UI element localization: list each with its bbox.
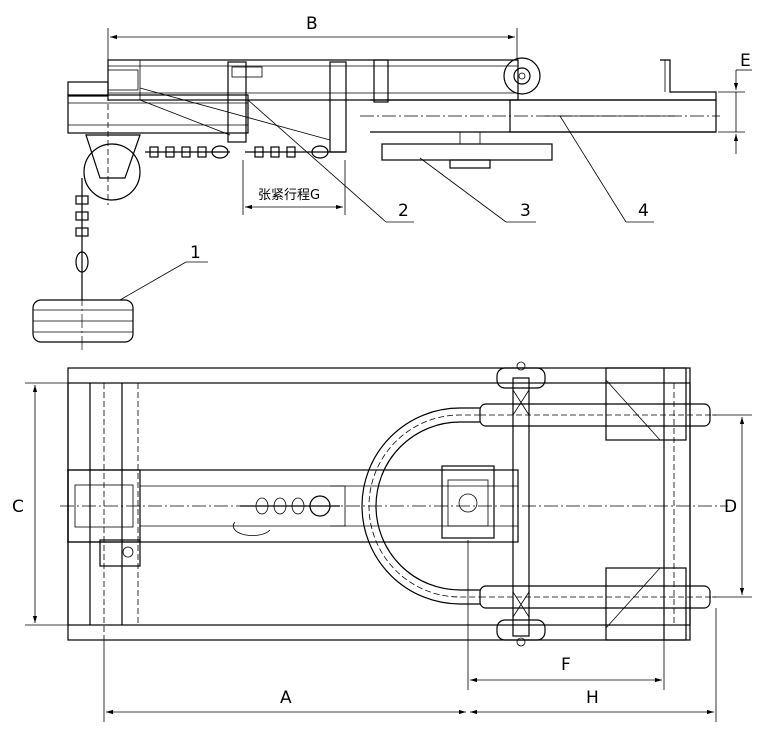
dimension-e: E [718,51,752,154]
dimension-f: F [467,540,665,690]
dimension-c-label: C [12,497,24,517]
dimension-b-label: B [306,14,318,34]
callout-1-label: 1 [190,243,201,263]
dimension-a-label: A [280,688,292,708]
callout-3-label: 3 [520,201,531,221]
callout-2-label: 2 [398,201,409,221]
right-belt-section [360,57,720,169]
dimension-b: B [107,14,518,60]
tension-travel-label: 张紧行程G [258,188,320,203]
side-view: B [32,14,752,350]
dimension-h: H [470,608,717,722]
dimension-d-label: D [724,497,737,517]
counterweight-assembly [32,178,134,350]
dimension-c: C [12,382,68,626]
u-track [361,403,716,609]
tension-chain [145,145,345,159]
upper-frame [107,59,519,153]
cross-beam [496,361,546,647]
plan-tension-chain [232,485,346,537]
dimension-a: A [103,640,466,722]
callout-2: 2 [247,99,414,223]
dimension-e-label: E [740,51,751,71]
callout-4: 4 [559,115,654,223]
outer-frame [67,367,691,641]
head-section [67,69,331,205]
callout-4-label: 4 [638,201,649,221]
dimension-f-label: F [561,655,571,675]
dimension-d: D [712,414,752,598]
callout-1: 1 [119,243,208,301]
dimension-g: 张紧行程G [242,160,346,215]
dimension-h-label: H [586,688,599,708]
plan-view: C D F A H [12,361,752,722]
callout-3: 3 [419,157,536,223]
center-plate [441,465,495,539]
